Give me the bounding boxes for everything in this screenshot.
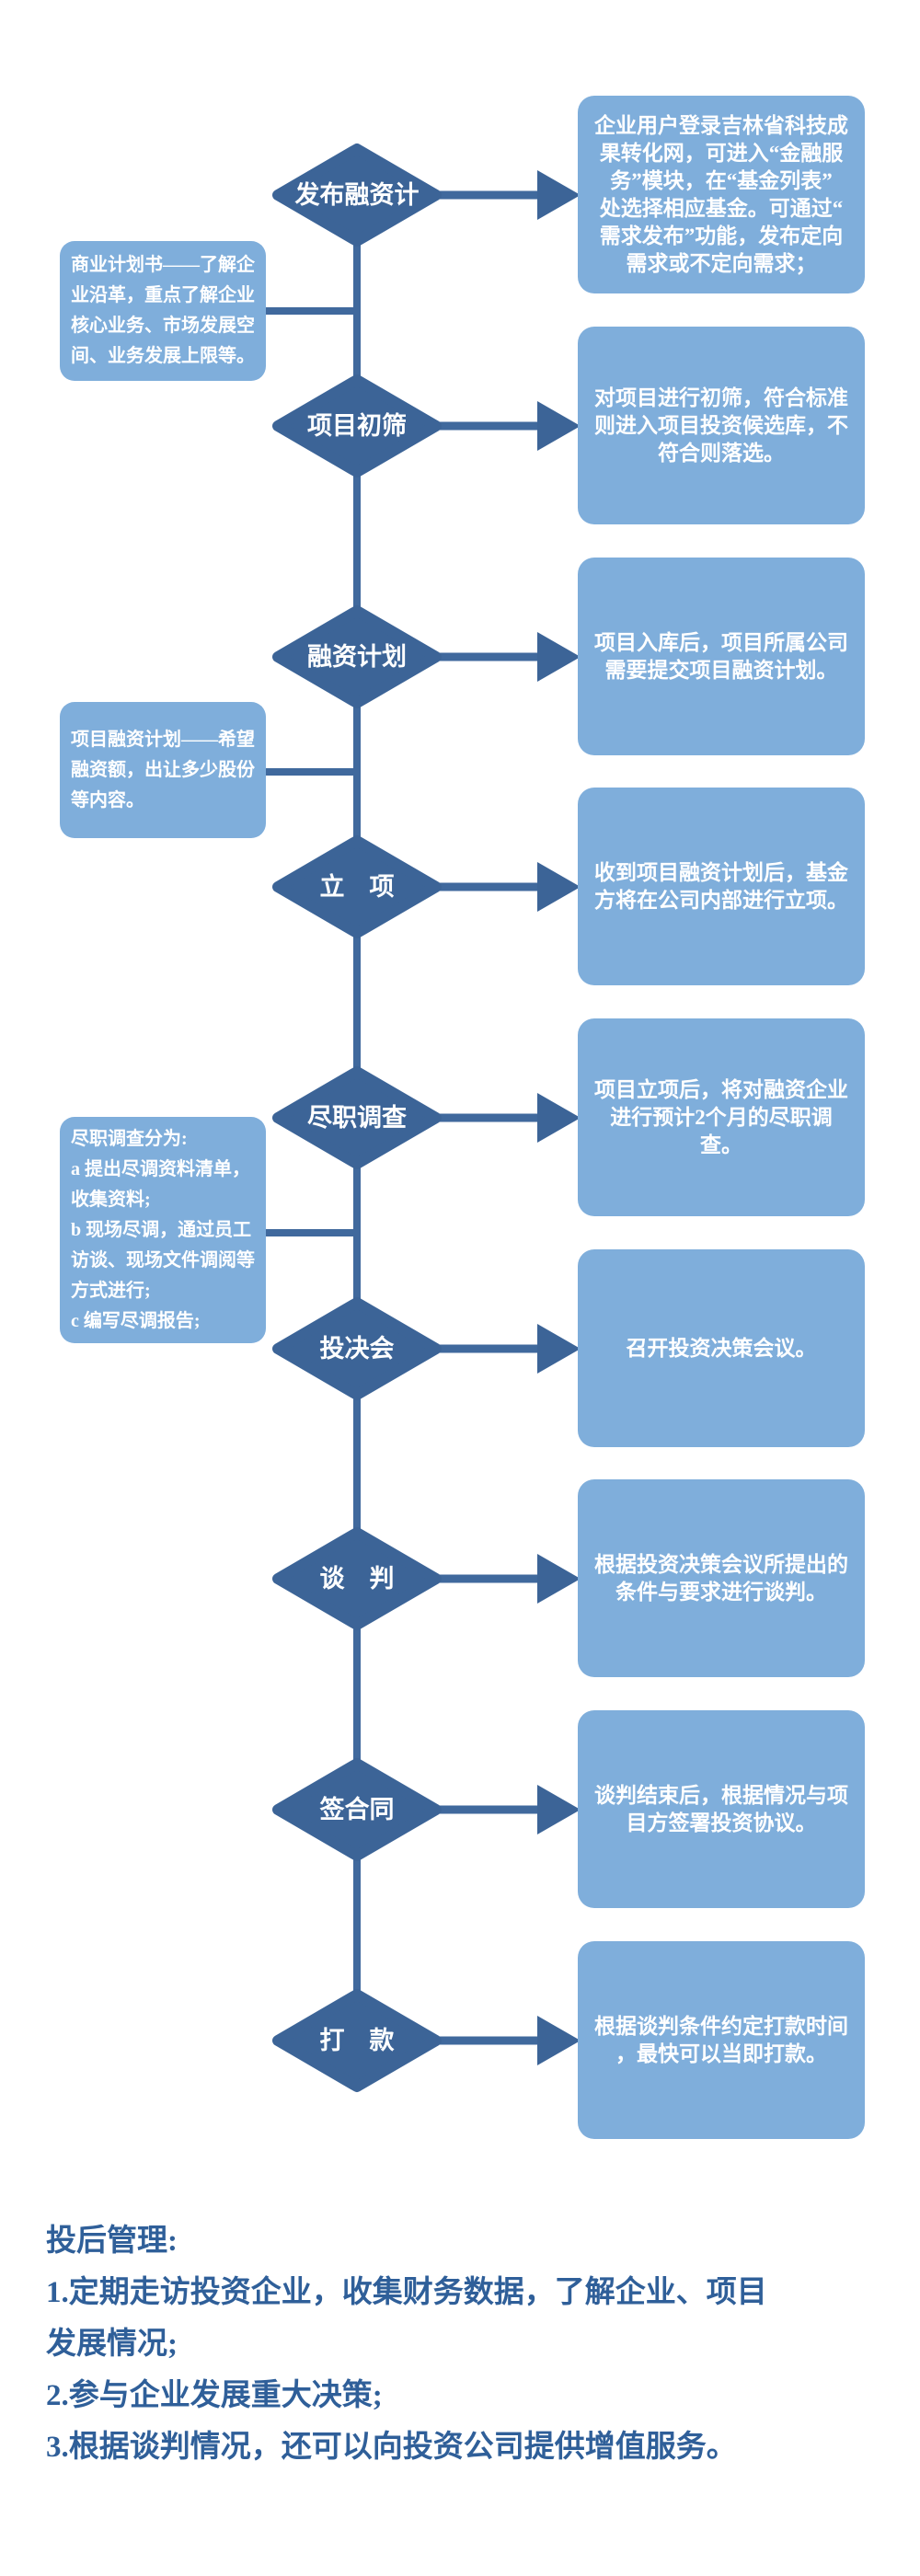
step-5-arrowhead-icon <box>537 1093 581 1143</box>
step-9-description-box: 根据谈判条件约定打款时间 ，最快可以当即打款。 <box>578 1941 865 2139</box>
step-3-arrowhead-icon <box>537 632 581 682</box>
step-8-diamond-shape <box>272 1758 442 1861</box>
step-5-description-box: 项目立项后，将对融资企业 进行预计2个月的尽职调查。 <box>578 1018 865 1216</box>
step-8-diamond-label: 签合同 <box>319 1796 395 1823</box>
step-5-diamond-label: 尽职调查 <box>307 1104 407 1132</box>
step-6-arrowhead-icon <box>537 1324 581 1374</box>
step-4-diamond-label: 立 项 <box>319 873 395 901</box>
step-8-arrowhead-icon <box>537 1785 581 1834</box>
note-business-plan-text: 商业计划书——了解企 业沿革，重点了解企业 核心业务、市场发展空 间、业务发展上… <box>71 255 255 366</box>
note-due-diligence-text: 尽职调查分为: a 提出尽调资料清单， 收集资料; b 现场尽调，通过员工 访谈… <box>71 1128 255 1331</box>
step-2-arrowhead-icon <box>537 401 581 451</box>
step-7-description-text: 根据投资决策会议所提出的 条件与要求进行谈判。 <box>594 1552 848 1604</box>
step-4-description-box: 收到项目融资计划后，基金 方将在公司内部进行立项。 <box>578 788 865 985</box>
step-7-diamond-label: 谈 判 <box>319 1565 395 1593</box>
step-1-description-box: 企业用户登录吉林省科技成 果转化网，可进入“金融服 务”模块，在“基金列表” 处… <box>578 96 865 293</box>
step-4-arrowhead-icon <box>537 862 581 912</box>
step-1-description-text: 企业用户登录吉林省科技成 果转化网，可进入“金融服 务”模块，在“基金列表” 处… <box>594 113 848 275</box>
step-3-diamond-shape <box>272 605 442 708</box>
step-2-diamond-label: 项目初筛 <box>307 412 407 440</box>
step-1-diamond-label: 发布融资计 <box>294 181 420 209</box>
note-financing-plan-box: 项目融资计划——希望 融资额，出让多少股份 等内容。 <box>60 702 266 838</box>
step-7-diamond-shape <box>272 1527 442 1630</box>
step-6-description-box: 召开投资决策会议。 <box>578 1249 865 1447</box>
step-9-diamond-label: 打 款 <box>319 2027 395 2054</box>
step-2-description-box: 对项目进行初筛，符合标准 则进入项目投资候选库，不 符合则落选。 <box>578 327 865 524</box>
step-9-description-text: 根据谈判条件约定打款时间 ，最快可以当即打款。 <box>594 2014 848 2065</box>
post-investment-item-2: 2.参与企业发展重大决策; <box>46 2379 383 2412</box>
step-3-description-text: 项目入库后，项目所属公司 需要提交项目融资计划。 <box>594 630 848 682</box>
step-4-description-text: 收到项目融资计划后，基金 方将在公司内部进行立项。 <box>594 860 848 912</box>
note-due-diligence-box: 尽职调查分为: a 提出尽调资料清单， 收集资料; b 现场尽调，通过员工 访谈… <box>60 1117 266 1343</box>
step-6-diamond-shape <box>272 1297 442 1400</box>
step-9-diamond-shape <box>272 1989 442 2092</box>
step-2-description-text: 对项目进行初筛，符合标准 则进入项目投资候选库，不 符合则落选。 <box>594 385 848 465</box>
step-2-diamond-shape <box>272 374 442 477</box>
note-business-plan-box: 商业计划书——了解企 业沿革，重点了解企业 核心业务、市场发展空 间、业务发展上… <box>60 241 266 381</box>
step-1-arrowhead-icon <box>537 170 581 220</box>
step-5-diamond-shape <box>272 1066 442 1169</box>
step-1-diamond-shape <box>272 144 442 247</box>
post-investment-management-section: 投后管理: 1.定期走访投资企业，收集财务数据，了解企业、项目 发展情况; 2.… <box>46 2215 883 2473</box>
post-investment-title: 投后管理: <box>46 2225 178 2258</box>
step-8-description-text: 谈判结束后，根据情况与项 目方签署投资协议。 <box>594 1783 848 1834</box>
step-8-description-box: 谈判结束后，根据情况与项 目方签署投资协议。 <box>578 1710 865 1908</box>
step-4-diamond-shape <box>272 835 442 938</box>
step-6-diamond-label: 投决会 <box>319 1335 395 1363</box>
step-3-diamond-label: 融资计划 <box>307 643 407 671</box>
step-9-arrowhead-icon <box>537 2016 581 2065</box>
step-5-description-text: 项目立项后，将对融资企业 进行预计2个月的尽职调查。 <box>594 1077 848 1156</box>
step-6-description-text: 召开投资决策会议。 <box>626 1336 817 1360</box>
step-7-description-box: 根据投资决策会议所提出的 条件与要求进行谈判。 <box>578 1479 865 1677</box>
step-3-description-box: 项目入库后，项目所属公司 需要提交项目融资计划。 <box>578 558 865 755</box>
step-7-arrowhead-icon <box>537 1554 581 1604</box>
post-investment-item-1: 1.定期走访投资企业，收集财务数据，了解企业、项目 发展情况; <box>46 2276 767 2361</box>
note-financing-plan-text: 项目融资计划——希望 融资额，出让多少股份 等内容。 <box>71 729 255 811</box>
post-investment-item-3: 3.根据谈判情况，还可以向投资公司提供增值服务。 <box>46 2431 737 2464</box>
